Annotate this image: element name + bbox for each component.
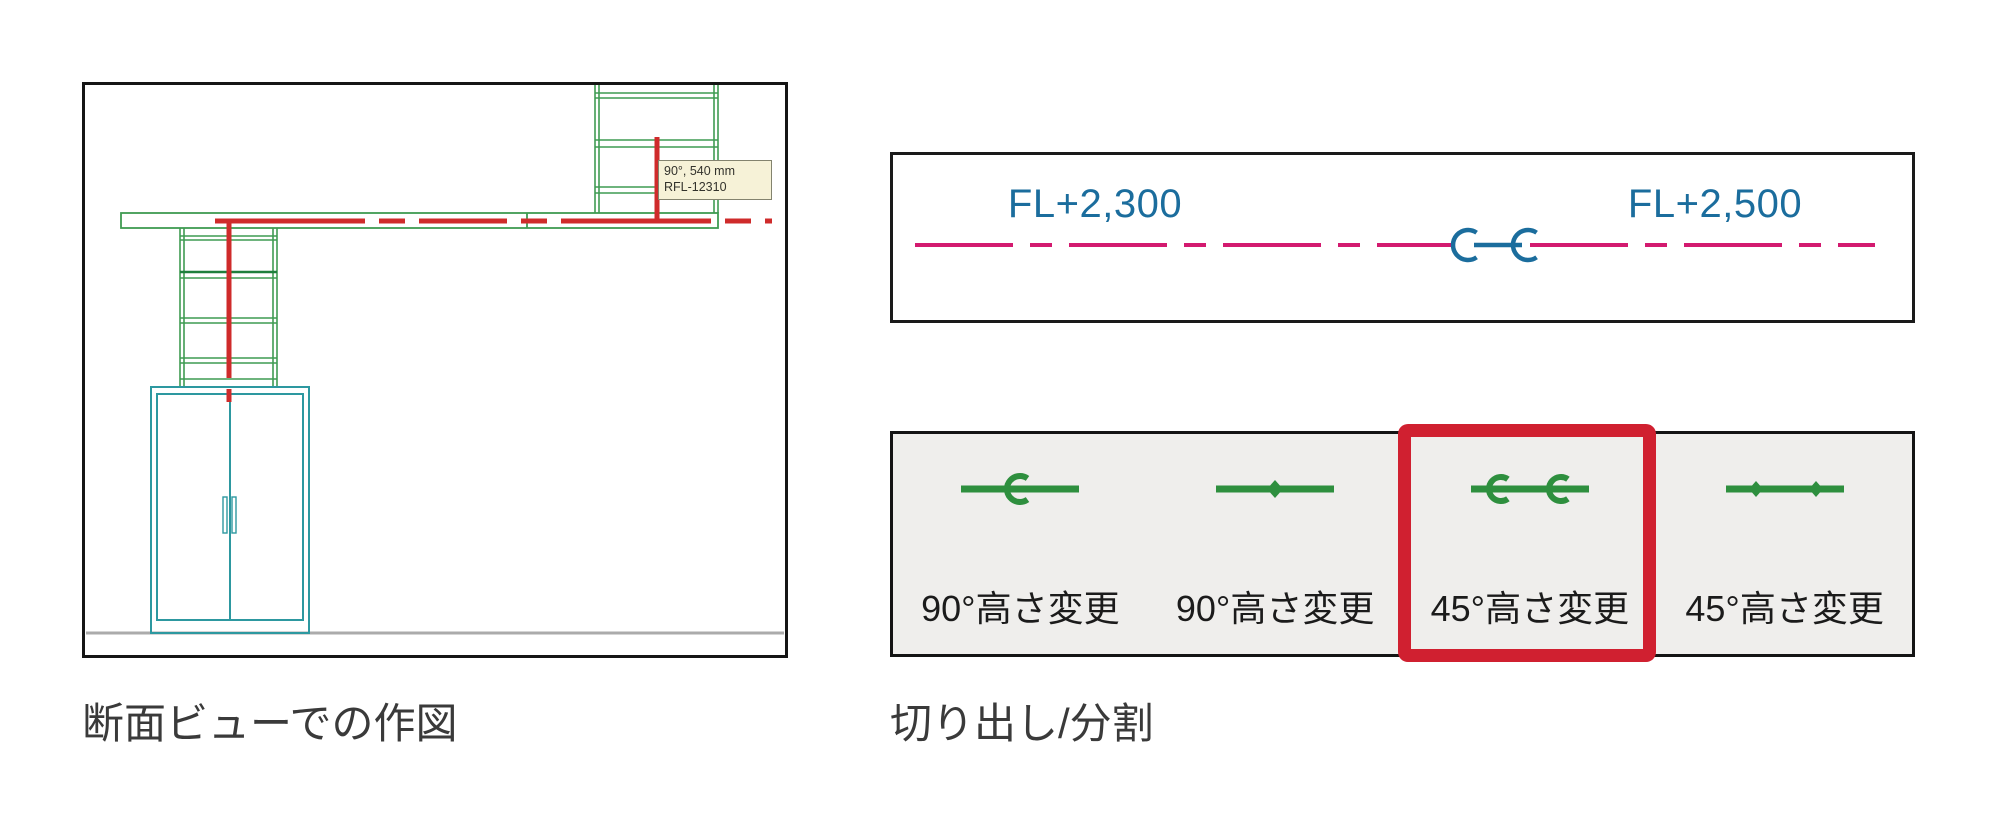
- line-with-point-icon: [1216, 480, 1335, 498]
- palette-item-90-c[interactable]: 90°高さ変更: [893, 434, 1148, 654]
- elevation-line-panel: FL+2,300 FL+2,500: [890, 152, 1915, 323]
- elevation-line-drawing: [890, 152, 1915, 323]
- line-with-two-c-icon: [1470, 474, 1589, 504]
- right-figure-caption: 切り出し/分割: [890, 700, 1154, 747]
- palette-item-45-cc[interactable]: 45°高さ変更: [1403, 434, 1658, 654]
- fl-level-label-2500: FL+2,500: [1627, 182, 1803, 226]
- line-with-c-icon: [961, 473, 1080, 505]
- selected-item-highlight: [1398, 424, 1656, 662]
- elevation-panel-border: [890, 152, 1915, 323]
- palette-item-45-points[interactable]: 45°高さ変更: [1657, 434, 1912, 654]
- palette-item-label: 45°高さ変更: [1685, 588, 1884, 629]
- tooltip-level: RFL-12310: [664, 180, 727, 195]
- height-change-cc-symbol: [1450, 227, 1538, 263]
- palette-item-label: 90°高さ変更: [921, 588, 1120, 629]
- palette-item-90-point[interactable]: 90°高さ変更: [1148, 434, 1403, 654]
- line-with-two-points-icon: [1725, 481, 1844, 497]
- base-cabinet: [150, 386, 310, 634]
- fl-level-label-2300: FL+2,300: [1007, 182, 1183, 226]
- palette-item-label: 45°高さ変更: [1430, 588, 1630, 629]
- left-figure-caption: 断面ビューでの作図: [82, 700, 458, 747]
- tooltip-angle-length: 90°, 540 mm: [664, 164, 736, 178]
- cad-tooltip: 90°, 540 mm RFL-12310: [658, 160, 772, 200]
- red-duct-path: [215, 137, 772, 402]
- palette-item-label: 90°高さ変更: [1175, 588, 1375, 629]
